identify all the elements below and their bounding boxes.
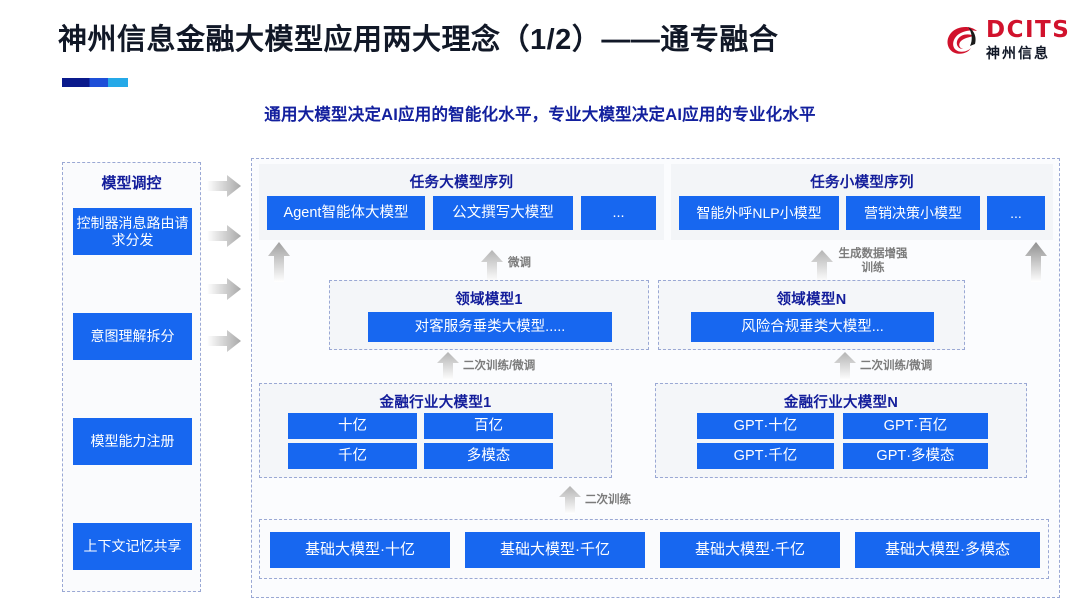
domain-model-1-title: 领域模型1 xyxy=(455,292,523,308)
foundation-models-box: 基础大模型·十亿 基础大模型·千亿 基础大模型·千亿 基础大模型·多模态 xyxy=(259,519,1049,579)
domain-model-n-chip-0[interactable]: 风险合规垂类大模型... xyxy=(691,312,934,342)
industry-model-1-chip-0[interactable]: 十亿 xyxy=(288,413,417,439)
task-small-title: 任务小模型序列 xyxy=(810,175,914,191)
task-large-chip-1[interactable]: 公文撰写大模型 xyxy=(433,196,573,230)
flow-arrow-up-retrain-left xyxy=(437,352,459,380)
page-title: 神州信息金融大模型应用两大理念（1/2）——通专融合 xyxy=(58,24,779,56)
architecture-diagram: 模型调控 控制器消息路由请求分发 意图理解拆分 模型能力注册 上下文记忆共享 任… xyxy=(0,150,1080,600)
task-large-title: 任务大模型序列 xyxy=(409,175,514,191)
domain-model-n-box: 领域模型N 风险合规垂类大模型... xyxy=(658,280,965,350)
flow-arrow-right-1 xyxy=(207,225,241,247)
controller-item-3[interactable]: 上下文记忆共享 xyxy=(73,523,192,570)
task-large-chip-2[interactable]: ... xyxy=(581,196,656,230)
industry-model-n-box: 金融行业大模型N GPT·十亿 GPT·百亿 GPT·千亿 GPT·多模态 xyxy=(655,383,1027,478)
industry-model-1-chip-3[interactable]: 多模态 xyxy=(424,443,553,469)
flow-arrow-up-tasksmall-right xyxy=(1025,242,1047,282)
industry-model-n-chip-3[interactable]: GPT·多模态 xyxy=(843,443,988,469)
brand-text: DCITS 神州信息 xyxy=(986,18,1070,62)
task-large-chip-0[interactable]: Agent智能体大模型 xyxy=(267,196,425,230)
industry-model-n-chip-1[interactable]: GPT·百亿 xyxy=(843,413,988,439)
controller-item-2[interactable]: 模型能力注册 xyxy=(73,418,192,465)
controller-title: 模型调控 xyxy=(101,175,162,192)
dcits-swirl-icon xyxy=(947,27,977,54)
domain-model-n-title: 领域模型N xyxy=(776,292,847,308)
industry-model-n-title: 金融行业大模型N xyxy=(783,395,899,411)
industry-model-1-title: 金融行业大模型1 xyxy=(379,395,492,411)
industry-model-n-chip-2[interactable]: GPT·千亿 xyxy=(697,443,834,469)
flow-arrow-up-tasklarge-left xyxy=(268,242,290,282)
flow-label-retrain-finetune-left: 二次训练/微调 xyxy=(463,360,536,372)
controller-column: 模型调控 控制器消息路由请求分发 意图理解拆分 模型能力注册 上下文记忆共享 xyxy=(62,162,201,592)
foundation-chip-1[interactable]: 基础大模型·千亿 xyxy=(465,532,645,568)
foundation-chip-0[interactable]: 基础大模型·十亿 xyxy=(270,532,450,568)
flow-arrow-up-retrain xyxy=(559,486,581,514)
brand-name: DCITS xyxy=(986,17,1071,43)
task-large-panel: 任务大模型序列 Agent智能体大模型 公文撰写大模型 ... xyxy=(259,164,664,240)
foundation-chip-2[interactable]: 基础大模型·千亿 xyxy=(660,532,840,568)
task-small-chip-0[interactable]: 智能外呼NLP小模型 xyxy=(679,196,839,230)
flow-arrow-right-2 xyxy=(207,278,241,300)
flow-arrow-up-retrain-right xyxy=(834,352,856,380)
task-small-chip-1[interactable]: 营销决策小模型 xyxy=(846,196,980,230)
flow-label-retrain-finetune-right: 二次训练/微调 xyxy=(860,360,933,372)
page-subtitle: 通用大模型决定AI应用的智能化水平，专业大模型决定AI应用的专业化水平 xyxy=(264,106,816,124)
task-small-chip-2[interactable]: ... xyxy=(987,196,1045,230)
flow-arrow-up-finetune xyxy=(481,250,503,282)
controller-item-1[interactable]: 意图理解拆分 xyxy=(73,313,192,360)
flow-label-data-augment: 生成数据增强训练 xyxy=(838,248,908,275)
controller-item-0[interactable]: 控制器消息路由请求分发 xyxy=(73,208,192,255)
brand-name-cn: 神州信息 xyxy=(986,45,1050,61)
industry-model-1-chip-2[interactable]: 千亿 xyxy=(288,443,417,469)
flow-arrow-right-0 xyxy=(207,175,241,197)
flow-arrow-up-dataaugment xyxy=(811,250,833,282)
flow-arrow-right-3 xyxy=(207,330,241,352)
flow-label-retrain: 二次训练 xyxy=(585,494,631,506)
domain-model-1-chip-0[interactable]: 对客服务垂类大模型..... xyxy=(368,312,612,342)
industry-model-1-chip-1[interactable]: 百亿 xyxy=(424,413,553,439)
title-underline-accent xyxy=(62,78,128,87)
flow-label-finetune: 微调 xyxy=(508,257,531,269)
brand-logo: DCITS 神州信息 xyxy=(944,18,1069,70)
domain-model-1-box: 领域模型1 对客服务垂类大模型..... xyxy=(329,280,649,350)
foundation-chip-3[interactable]: 基础大模型·多模态 xyxy=(855,532,1040,568)
industry-model-n-chip-0[interactable]: GPT·十亿 xyxy=(697,413,834,439)
industry-model-1-box: 金融行业大模型1 十亿 百亿 千亿 多模态 xyxy=(259,383,612,478)
task-small-panel: 任务小模型序列 智能外呼NLP小模型 营销决策小模型 ... xyxy=(671,164,1053,240)
